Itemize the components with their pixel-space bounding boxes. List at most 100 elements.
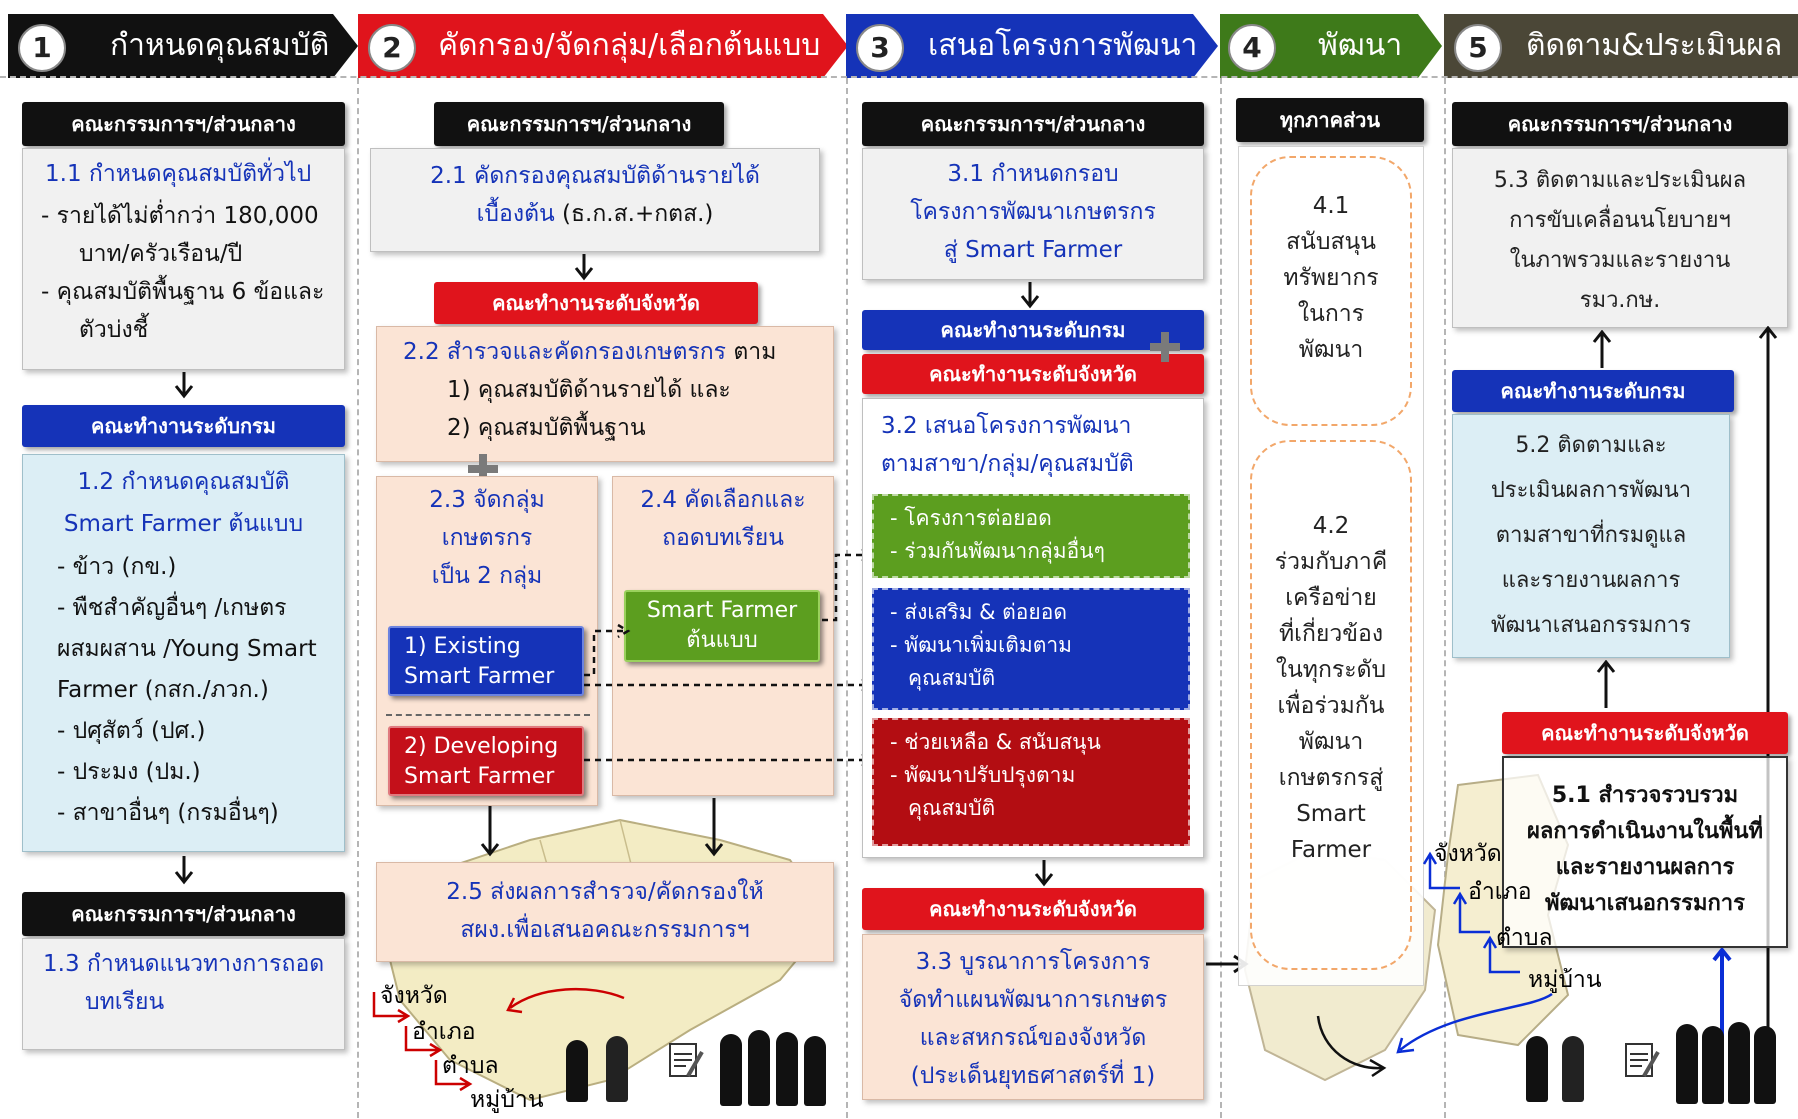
box-1-1-line: - คุณสมบัติพื้นฐาน 6 ข้อและ bbox=[41, 279, 325, 305]
b42-line: เพื่อร่วมกัน bbox=[1277, 693, 1385, 719]
col5-header-province: คณะทำงานระดับจังหวัด bbox=[1502, 712, 1788, 754]
blue-curve-arrow bbox=[1396, 992, 1553, 1054]
existing-smart-farmer-button[interactable]: 1) Existing Smart Farmer bbox=[388, 626, 584, 696]
b42-line: เกษตรกรสู่ bbox=[1278, 765, 1384, 791]
down-arrow bbox=[1034, 860, 1054, 887]
stage-5: 5 ติดตาม&ประเมินผล bbox=[1444, 14, 1798, 78]
stage-4-number: 4 bbox=[1228, 24, 1276, 72]
box-1-2-line: - ประมง (ปม.) bbox=[57, 759, 201, 785]
b51-line: และรายงานผลการ bbox=[1555, 855, 1735, 880]
box-3-3: 3.3 บูรณาการโครงการ จัดทำแผนพัฒนาการเกษต… bbox=[862, 934, 1204, 1100]
stage-1-chevron bbox=[8, 14, 358, 78]
option-blue-promote[interactable]: - ส่งเสริม & ต่อยอด - พัฒนาเพิ่มเติมตาม … bbox=[872, 588, 1190, 710]
stage-1-number: 1 bbox=[18, 24, 66, 72]
option-red-line: คุณสมบัติ bbox=[908, 796, 996, 820]
box-2-5-line: 2.5 ส่งผลการสำรวจ/คัดกรองให้ bbox=[446, 879, 764, 905]
box-1-2-line: - ข้าว (กข.) bbox=[57, 554, 177, 580]
box-2-1-line: เบื้องต้น (ธ.ก.ส.+กตส.) bbox=[371, 195, 819, 233]
box-3-3-line: จัดทำแผนพัฒนาการเกษตร bbox=[898, 987, 1168, 1013]
b51-line: 5.1 สำรวจรวบรวม bbox=[1551, 783, 1739, 808]
person-icon bbox=[1676, 1024, 1698, 1104]
developing-smart-farmer-button[interactable]: 2) Developing Smart Farmer bbox=[388, 726, 584, 796]
box-2-2: 2.2 สำรวจและคัดกรองเกษตรกร ตาม 1) คุณสมบ… bbox=[376, 326, 834, 462]
col5-header-central: คณะกรรมการฯ/ส่วนกลาง bbox=[1452, 102, 1788, 146]
box-1-2-line: ผสมผสาน /Young Smart bbox=[57, 636, 317, 662]
clipboard-icon bbox=[1625, 1043, 1660, 1078]
down-arrow bbox=[174, 372, 194, 399]
down-arrow bbox=[1020, 282, 1040, 309]
box-1-1-line: - รายได้ไม่ต่ำกว่า 180,000 bbox=[41, 203, 319, 229]
stage-2-chevron bbox=[358, 14, 848, 78]
b42-line: พัฒนา bbox=[1298, 729, 1364, 755]
person-icon bbox=[748, 1030, 770, 1106]
b42-line: ร่วมกับภาคี bbox=[1274, 549, 1388, 575]
person-icon bbox=[566, 1040, 588, 1102]
box-5-1: 5.1 สำรวจรวบรวมผลการดำเนินงานในพื้นที่แล… bbox=[1502, 756, 1788, 948]
box-2-1-line: 2.1 คัดกรองคุณสมบัติด้านรายได้ bbox=[430, 163, 760, 189]
person-icon bbox=[1754, 1026, 1776, 1104]
box-2-4-line: ถอดบทเรียน bbox=[662, 525, 784, 551]
option-green-continue[interactable]: - โครงการต่อยอด - ร่วมกันพัฒนากลุ่มอื่นๆ bbox=[872, 494, 1190, 578]
box-3-1-line: สู่ Smart Farmer bbox=[943, 237, 1123, 263]
box-2-2-line: 1) คุณสมบัติด้านรายได้ และ bbox=[447, 377, 731, 403]
model-label: Smart Farmer bbox=[646, 598, 798, 623]
b53-line: การขับเคลื่อนนโยบายฯ bbox=[1509, 208, 1731, 233]
level-steps-arrows-blue bbox=[1422, 851, 1520, 974]
developing-label: 2) Developing bbox=[404, 734, 559, 759]
option-blue-line: คุณสมบัติ bbox=[908, 666, 996, 690]
stage-3: 3 เสนอโครงการพัฒนา bbox=[846, 14, 1218, 78]
box-2-3-line: เป็น 2 กลุ่ม bbox=[431, 563, 543, 589]
level-steps-arrows bbox=[372, 992, 473, 1092]
box-1-1: 1.1 กำหนดคุณสมบัติทั่วไป - รายได้ไม่ต่ำก… bbox=[22, 148, 345, 370]
b52-line: ตามสาขาที่กรมดูแล bbox=[1495, 523, 1687, 548]
option-red-line: - พัฒนาปรับปรุงตาม bbox=[890, 763, 1076, 787]
plus-icon bbox=[1150, 332, 1180, 362]
box-2-2-text: 2.2 สำรวจและคัดกรองเกษตรกร bbox=[403, 339, 727, 365]
person-icon bbox=[1728, 1022, 1750, 1104]
existing-label: 1) Existing bbox=[404, 634, 521, 659]
developing-label: Smart Farmer bbox=[404, 764, 555, 789]
b42-line: เครือข่าย bbox=[1285, 585, 1377, 611]
clipboard-icon bbox=[669, 1043, 704, 1078]
b41-line: พัฒนา bbox=[1298, 337, 1364, 363]
option-blue-line: - ส่งเสริม & ต่อยอด bbox=[890, 600, 1067, 624]
model-smart-farmer-button[interactable]: Smart Farmer ต้นแบบ bbox=[624, 590, 820, 662]
box-3-3-line: 3.3 บูรณาการโครงการ bbox=[915, 949, 1151, 975]
b53-line: 5.3 ติดตามและประเมินผล bbox=[1493, 168, 1747, 193]
person-icon bbox=[606, 1036, 628, 1102]
stage-2: 2 คัดกรอง/จัดกลุ่ม/เลือกต้นแบบ bbox=[358, 14, 848, 78]
col4-header-all-sectors: ทุกภาคส่วน bbox=[1236, 98, 1424, 142]
box-2-3-line: เกษตรกร bbox=[441, 525, 533, 551]
box-1-2-line: - สาขาอื่นๆ (กรมอื่นๆ) bbox=[57, 800, 279, 826]
stage-4-chevron bbox=[1220, 14, 1442, 78]
person-icon bbox=[804, 1036, 826, 1106]
b53-line: ในภาพรวมและรายงาน bbox=[1509, 248, 1731, 273]
col3-header-province: คณะทำงานระดับจังหวัด bbox=[862, 354, 1204, 394]
option-red-support[interactable]: - ช่วยเหลือ & สนับสนุน - พัฒนาปรับปรุงตา… bbox=[872, 718, 1190, 846]
down-arrow bbox=[174, 856, 194, 885]
box-2-4-line: 2.4 คัดเลือกและ bbox=[640, 487, 806, 513]
box-3-2-line: 3.2 เสนอโครงการพัฒนา bbox=[881, 413, 1132, 439]
existing-label: Smart Farmer bbox=[404, 664, 555, 689]
down-arrow bbox=[574, 254, 594, 281]
box-2-1: 2.1 คัดกรองคุณสมบัติด้านรายได้ เบื้องต้น… bbox=[370, 148, 820, 252]
stage-3-chevron bbox=[846, 14, 1218, 78]
up-arrow bbox=[1592, 330, 1612, 368]
red-curve-arrow bbox=[506, 987, 625, 1014]
b42-line: Farmer bbox=[1290, 837, 1372, 863]
stage-3-number: 3 bbox=[856, 24, 904, 72]
person-icon bbox=[720, 1034, 742, 1106]
level-subdistrict-label-5: ตำบล bbox=[1496, 925, 1553, 951]
b52-line: และรายงานผลการ bbox=[1501, 568, 1681, 593]
stage-3-title: เสนอโครงการพัฒนา bbox=[928, 28, 1198, 63]
col2-header-central: คณะกรรมการฯ/ส่วนกลาง bbox=[434, 102, 724, 146]
down-arrow bbox=[480, 806, 500, 857]
col5-header-department: คณะทำงานระดับกรม bbox=[1452, 370, 1734, 412]
level-district-label-5: อำเภอ bbox=[1468, 879, 1532, 905]
top-divider bbox=[0, 76, 1798, 78]
option-green-line: - ร่วมกันพัฒนากลุ่มอื่นๆ bbox=[890, 539, 1105, 563]
option-blue-line: - พัฒนาเพิ่มเติมตาม bbox=[890, 633, 1073, 657]
level-village-label: หมู่บ้าน bbox=[470, 1087, 544, 1113]
